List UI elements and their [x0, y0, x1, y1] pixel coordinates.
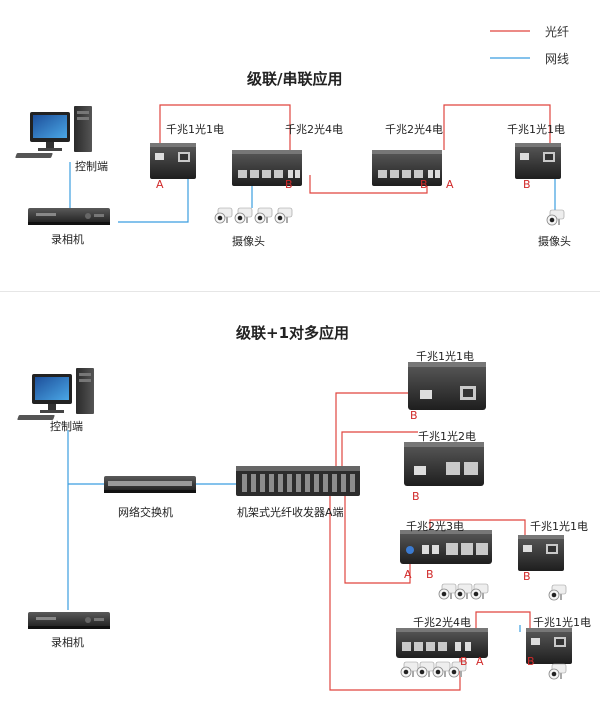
s1-conv4-port-b: B — [523, 178, 531, 191]
s2-dev3-icon — [400, 530, 492, 564]
s1-conv1-port-a: A — [156, 178, 164, 191]
legend-fiber-label: 光纤 — [545, 25, 570, 39]
s2-dev4-cameras-icon — [400, 661, 467, 678]
s2-dev3-label: 千兆2光3电 — [406, 520, 464, 533]
s2-dev3-right-icon — [518, 535, 564, 571]
s1-control-pc-icon — [15, 106, 92, 158]
s2-title: 级联+1对多应用 — [236, 324, 350, 342]
s1-converter3-icon — [372, 150, 442, 186]
s2-dev3-right-camera-icon — [548, 584, 567, 601]
s1-camera-group-icon — [214, 207, 293, 224]
s2-dev3-right-label: 千兆1光1电 — [530, 520, 588, 533]
s2-dev3-right-port-b: B — [523, 570, 531, 583]
s1-converter1-icon — [150, 143, 196, 179]
legend-network-label: 网线 — [545, 52, 570, 66]
s1-control-pc-label: 控制端 — [75, 160, 108, 173]
s2-rack-chassis-icon — [236, 466, 360, 496]
s1-recorder-label: 录相机 — [51, 233, 84, 246]
s1-converter4-label: 千兆1光1电 — [507, 123, 565, 136]
s2-dev1-label: 千兆1光1电 — [416, 350, 474, 363]
s2-dev3-cameras-icon — [438, 583, 489, 600]
s2-control-pc-icon — [17, 368, 94, 420]
section-divider — [0, 291, 600, 292]
s1-converter2-label: 千兆2光4电 — [285, 123, 343, 136]
s2-dev2-icon — [404, 442, 484, 486]
s1-title: 级联/串联应用 — [247, 70, 343, 88]
s2-control-pc-label: 控制端 — [50, 420, 83, 433]
s2-dev3-port-b: B — [426, 568, 434, 581]
s2-dev4-right-camera-icon — [548, 663, 567, 680]
s1-recorder-icon — [28, 208, 110, 225]
s1-camera-single-icon — [546, 209, 565, 226]
s2-switch-icon — [104, 476, 196, 493]
s2-dev4-port-b: B — [460, 655, 468, 668]
s2-dev2-port-b: B — [412, 490, 420, 503]
s2-dev4-port-a: A — [476, 655, 484, 668]
s1-camera-single-label: 摄像头 — [538, 235, 571, 248]
s2-recorder-label: 录相机 — [51, 636, 84, 649]
s2-dev2-label: 千兆1光2电 — [418, 430, 476, 443]
s2-recorder-icon — [28, 612, 110, 629]
s2-dev1-port-b: B — [410, 409, 418, 422]
s1-conv2-port-b: B — [285, 178, 293, 191]
s1-conv3-port-b: B — [420, 178, 428, 191]
s2-dev4-icon — [396, 628, 488, 658]
s2-dev3-port-a: A — [404, 568, 412, 581]
s1-network-cables — [69, 162, 556, 223]
s1-fiber-cables — [159, 104, 551, 194]
s2-rack-label: 机架式光纤收发器A端 — [237, 506, 344, 519]
s1-converter3-label: 千兆2光4电 — [385, 123, 443, 136]
s1-converter1-label: 千兆1光1电 — [166, 123, 224, 136]
s1-conv3-port-a: A — [446, 178, 454, 191]
s1-converter4-icon — [515, 143, 561, 179]
s2-switch-label: 网络交换机 — [118, 506, 173, 519]
s2-dev4-right-port-b: B — [527, 655, 535, 668]
s2-dev4-right-label: 千兆1光1电 — [533, 616, 591, 629]
s1-camera-group-label: 摄像头 — [232, 235, 265, 248]
s2-dev4-label: 千兆2光4电 — [413, 616, 471, 629]
s2-dev1-icon — [408, 362, 486, 410]
